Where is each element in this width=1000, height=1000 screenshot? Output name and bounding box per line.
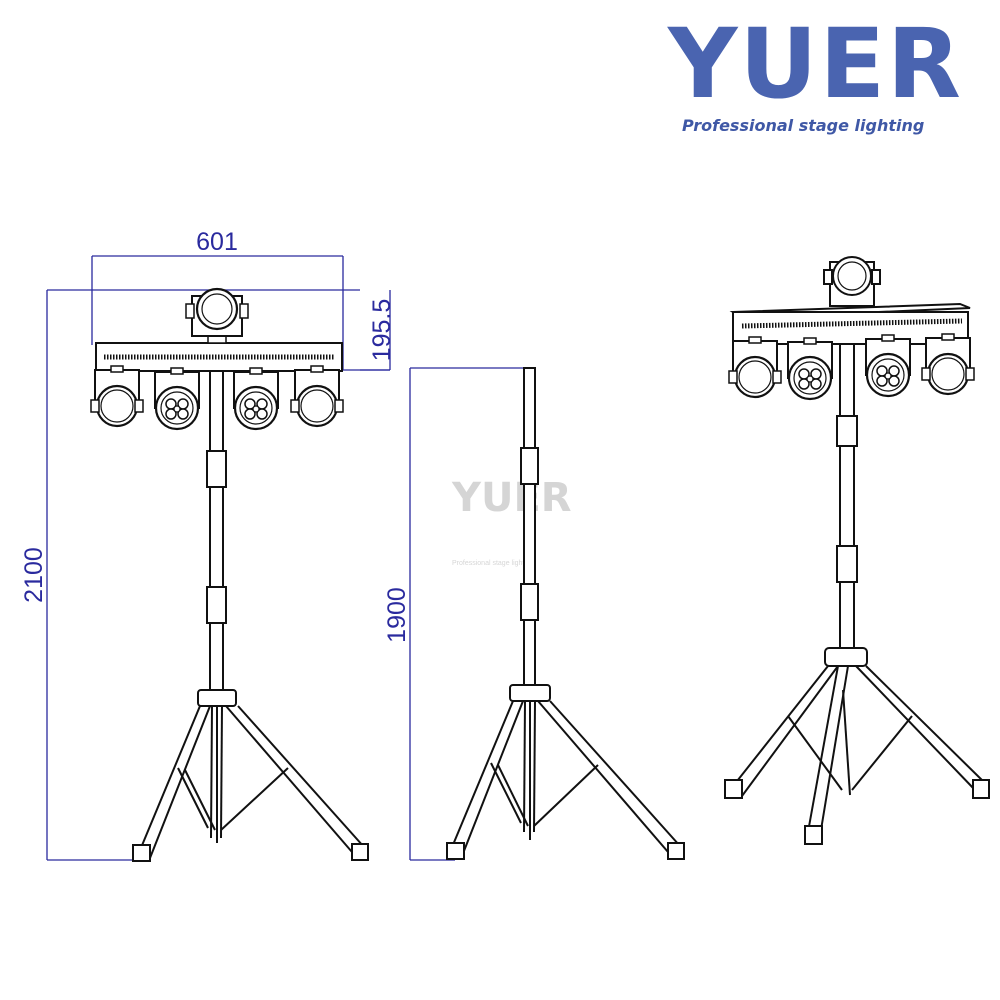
tripod-legs-2 — [446, 700, 685, 860]
stand-pole-2 — [509, 367, 551, 840]
perspective-fixture-2 — [786, 336, 834, 401]
fixture-4 — [289, 364, 345, 428]
perspective-tripod-legs — [724, 665, 990, 845]
fixture-2 — [153, 366, 201, 431]
stand-height-dimension-label: 1900 — [383, 587, 411, 643]
fixture-3 — [232, 366, 280, 431]
perspective-pole — [824, 343, 868, 667]
fixture-height-dimension-label: 195.5 — [368, 299, 396, 362]
total-height-dimension-label: 2100 — [20, 547, 48, 603]
top-fixture — [185, 287, 249, 337]
watermark-tagline: Professional stage lighting — [452, 560, 534, 567]
fixture-1 — [89, 364, 145, 428]
brand-name: YUER — [668, 8, 963, 120]
tripod-legs — [132, 705, 369, 862]
width-dimension-label: 601 — [196, 228, 238, 256]
front-view-with-fixtures: 601 195.5 2100 — [20, 228, 396, 862]
brand-tagline: Professional stage lighting — [682, 116, 925, 135]
dimension-lines-stand — [409, 367, 535, 861]
dimension-lines — [46, 255, 391, 861]
stand-pole — [197, 370, 237, 843]
perspective-fixture-3 — [864, 333, 912, 398]
watermark: YUER Professional stage lighting — [452, 478, 572, 580]
perspective-fixture-1 — [727, 335, 783, 399]
perspective-top-fixture — [823, 256, 881, 307]
front-view-stand-only: 1900 — [383, 367, 685, 861]
perspective-fixture-4 — [920, 332, 976, 396]
perspective-view — [724, 256, 990, 845]
brand-logo: YUER Professional stage lighting — [668, 16, 968, 142]
